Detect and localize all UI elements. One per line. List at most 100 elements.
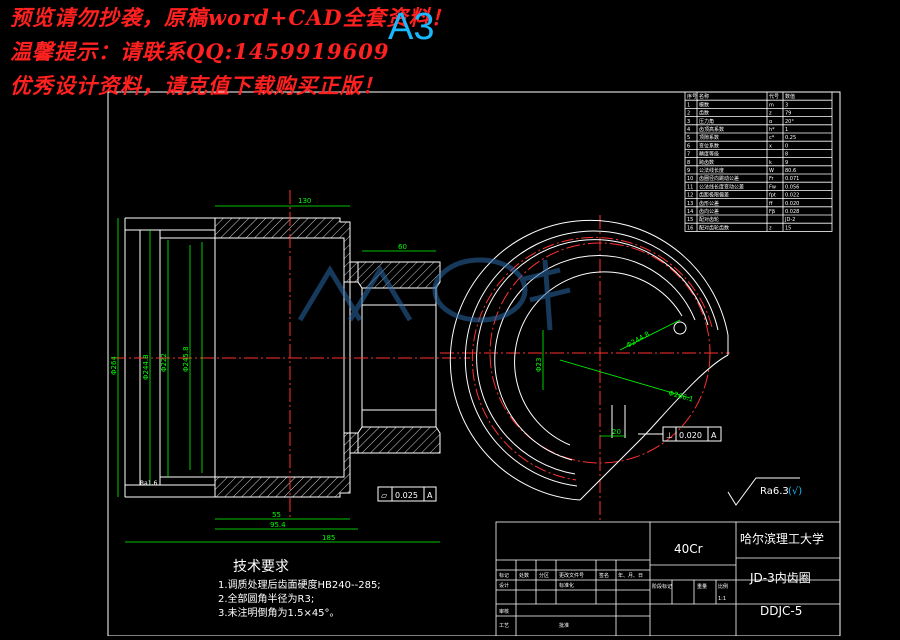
dim-20: 20 [612,428,621,436]
front-pitch-circle [471,236,713,481]
table-cell: 变位系数 [699,142,719,149]
table-cell: 10 [687,176,693,182]
table-cell: W [769,168,774,174]
table-cell: 配对齿轮 [699,216,719,223]
table-cell: Fw [769,184,776,190]
runout-frame [638,426,722,442]
table-cell: 精度等级 [699,151,719,158]
table-cell: z [769,111,772,117]
table-cell: 公法线长度变动公差 [699,183,744,190]
svg-text:⏥: ⏥ [381,491,388,500]
table-cell: 0.056 [785,184,799,190]
runout-value: 0.020 [679,431,702,440]
tech-req-item-2: 2.全部圆角半径为R3; [218,594,315,605]
dim-radial: Φ266.1 [667,389,694,403]
centerlines [112,190,730,520]
tb-row3-c1: 审核 [499,608,509,615]
table-cell: 齿形公差 [699,200,719,207]
dim-phi244-8: Φ244.8 [142,354,150,380]
dim-130: 130 [298,197,311,205]
table-border [684,91,833,232]
table-cell: 0.071 [785,176,799,182]
sheet-size-label: A3 [388,6,435,48]
flatness-value: 0.025 [395,491,418,500]
table-cell: 80.6 [785,168,796,174]
tb-row1-c3: 分区 [539,572,549,579]
table-cell: z [769,225,772,231]
table-cell: 齿数 [699,110,709,117]
tb-row4-c1: 工艺 [499,623,509,629]
tb-row1-c1: 标记 [499,572,509,579]
table-cell: Fr [769,176,775,182]
part-name: JD-3内齿圈 [749,571,811,585]
table-cell: 齿顶高系数 [699,126,724,133]
table-cell: h* [769,127,775,133]
table-cell: m [769,102,774,108]
table-cell: 79 [785,111,791,117]
tech-req-title: 技术要求 [233,559,289,575]
material: 40Cr [674,542,703,556]
roughness-symbol [727,477,800,506]
dim-55: 55 [272,511,281,519]
table-cell: 14 [687,209,693,215]
table-cell: fpt [769,193,776,199]
dim-phi-front: Φ244.8 [625,330,651,350]
table-cell: 9 [785,160,788,166]
table-cell: 8 [785,152,788,158]
table-cell: 7 [687,152,690,158]
tech-req-item-1: 1.调质处理后齿面硬度HB240--285; [218,580,381,591]
dim-phi222: Φ222 [160,353,168,372]
table-cell: 齿圈径向跳动公差 [699,175,739,182]
table-cell: k [769,160,772,166]
roughness-left: Ra1.6 [140,480,157,487]
table-cell: 15 [687,217,693,223]
tb-row4-c2: 批准 [559,622,569,629]
tb-row2-c2: 标准化 [559,582,574,589]
table-cell: ff [769,201,773,207]
table-cell: 压力角 [699,118,714,125]
table-cell: c* [769,135,775,141]
table-cell: 2 [687,111,690,117]
dim-95-4: 95.4 [270,521,286,529]
dim-phi245-8: Φ245.8 [182,346,190,372]
table-cell: JD-2 [784,217,795,223]
table-cell: 0.020 [785,201,799,207]
tb-scale-lbl2: 重量 [697,583,707,590]
table-cell: 0.25 [785,135,796,141]
table-cell: 4 [687,127,690,133]
table-cell: 0 [785,143,788,149]
table-cell: 13 [687,201,693,207]
title-block-text: 40Cr 哈尔滨理工大学 JD-3内齿圈 DDJC-5 标记 处数 分区 更改文… [499,531,824,629]
dim-phi264: Φ264 [110,356,118,375]
front-view [449,219,729,501]
table-cell: 16 [687,225,693,231]
watermark-logo [297,257,571,331]
table-cell: 3 [687,119,690,125]
tb-scale-lbl1: 阶段标记 [652,583,672,590]
school-name: 哈尔滨理工大学 [740,531,824,546]
table-cell: 0.028 [785,209,799,215]
tb-row1-c4: 更改文件号 [559,572,584,579]
table-cell: x [769,143,772,149]
svg-text:⊥: ⊥ [666,431,673,440]
front-dimensions [542,319,691,437]
table-header-cell: 数值 [785,93,795,100]
table-cell: 模数 [699,101,709,108]
table-cell: 15 [785,225,791,231]
table-cell: 1 [687,102,690,108]
table-cell: 0.022 [785,193,799,199]
section-view [124,217,441,498]
table-cell: 11 [687,184,693,190]
dim-185: 185 [322,534,335,542]
table-cell: 顶隙系数 [699,134,719,141]
table-cell: 配对齿轮齿数 [699,224,729,231]
tb-row2-c1: 设计 [499,582,509,589]
section-dimensions [117,205,440,543]
table-cell: 跨齿数 [699,159,714,166]
table-cell: 9 [687,168,690,174]
table-cell: 8 [687,160,690,166]
table-cell: 6 [687,143,690,149]
